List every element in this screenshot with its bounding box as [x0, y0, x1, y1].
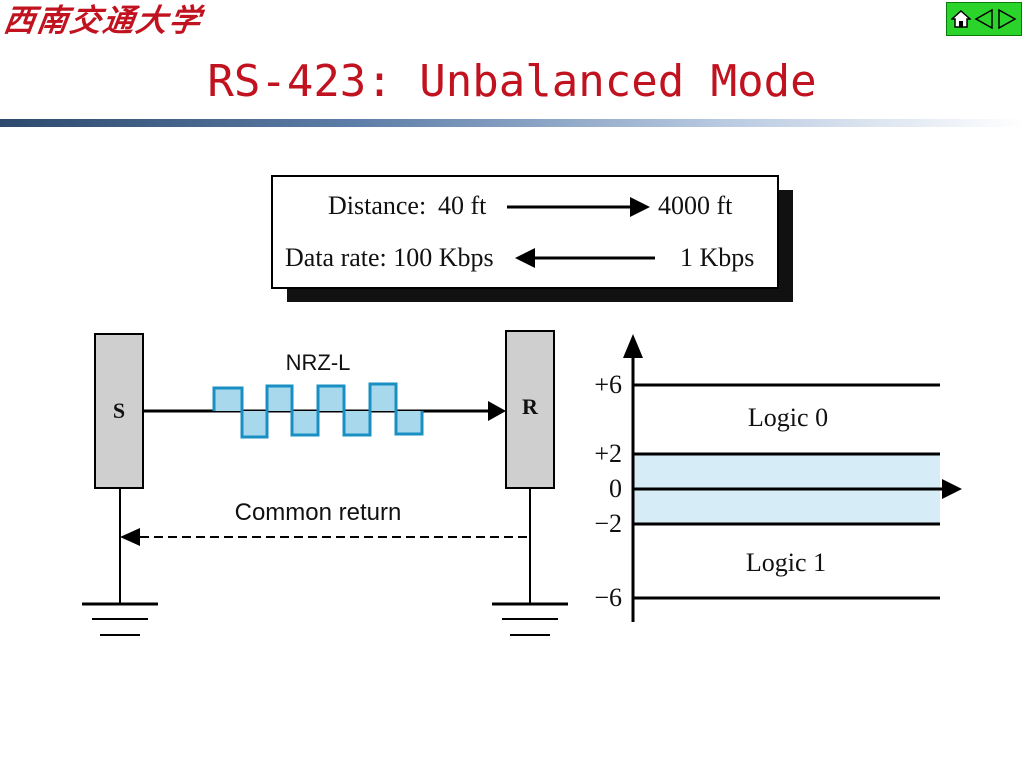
title-divider — [0, 119, 1024, 127]
logic1-label: Logic 1 — [746, 548, 826, 577]
receiver-ground-icon — [492, 602, 568, 636]
y-axis-arrow — [623, 334, 643, 358]
tick-label: 0 — [609, 474, 622, 503]
next-button[interactable] — [996, 6, 1018, 32]
return-arrow-head — [120, 528, 140, 546]
tick-label: +2 — [594, 439, 622, 468]
home-icon — [950, 9, 971, 28]
distance-from: 40 ft — [438, 191, 487, 220]
receiver-box — [505, 330, 555, 489]
distance-label: Distance: — [328, 191, 426, 220]
return-label: Common return — [235, 499, 402, 526]
next-icon — [998, 8, 1017, 30]
receiver-label: R — [522, 394, 539, 419]
rate-to: 1 Kbps — [680, 243, 754, 272]
x-axis-arrow — [942, 479, 962, 499]
signal-label: NRZ-L — [286, 350, 351, 375]
previous-icon — [974, 8, 993, 30]
info-box — [271, 175, 779, 289]
previous-button[interactable] — [973, 6, 995, 32]
nav-buttons — [946, 2, 1022, 36]
logic0-label: Logic 0 — [748, 403, 828, 432]
tick-label: +6 — [594, 370, 622, 399]
rate-arrow-head — [515, 248, 535, 268]
distance-to: 4000 ft — [658, 191, 733, 220]
signal-arrow-head — [488, 401, 506, 421]
home-button[interactable] — [950, 6, 972, 32]
sender-label: S — [113, 398, 125, 423]
tick-label: −6 — [594, 583, 622, 612]
distance-arrow-head — [630, 197, 650, 217]
tick-label: −2 — [594, 509, 622, 538]
nrz-waveform — [212, 382, 424, 439]
sender-ground-icon — [82, 602, 158, 636]
slide-title: RS-423: Unbalanced Mode — [207, 56, 817, 107]
rate-label: Data rate: 100 Kbps — [285, 243, 494, 272]
